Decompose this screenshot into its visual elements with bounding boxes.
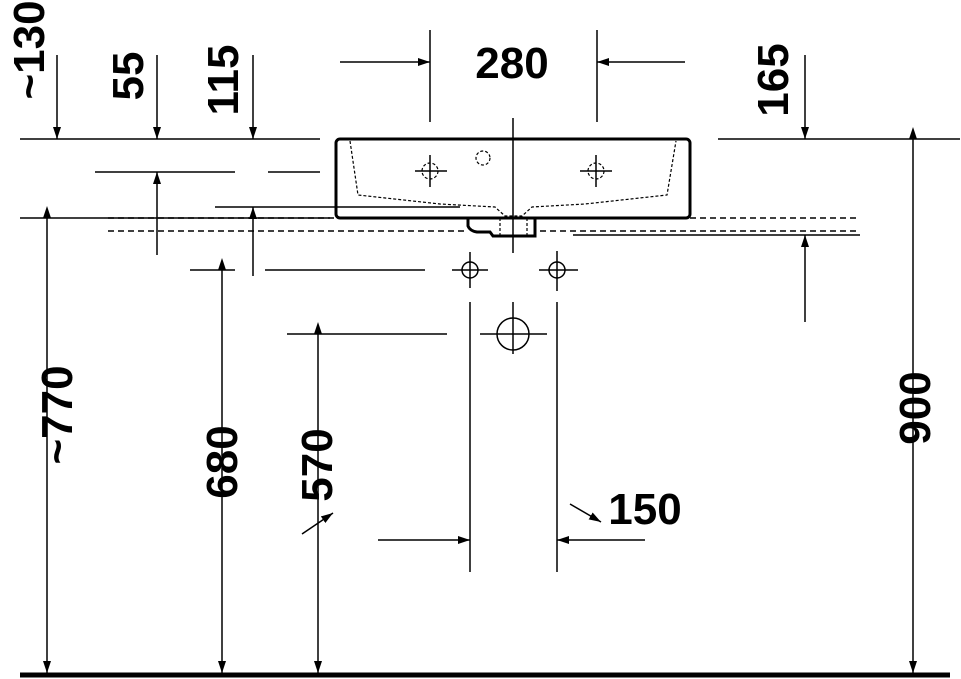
dimension-arrows <box>43 55 917 673</box>
dim-waste-height: ~770 <box>33 365 82 464</box>
dim-supply-height: 680 <box>198 425 247 498</box>
dim-tap-hole-spacing: 280 <box>475 39 548 88</box>
supply-right-icon <box>539 251 578 291</box>
trap-outlet-icon <box>480 302 547 354</box>
dim-rim-height: 900 <box>891 371 940 444</box>
dim-right-height: 165 <box>749 43 798 116</box>
dim-trap-height: 570 <box>293 428 342 501</box>
reference-lines <box>20 30 960 572</box>
dim-overflow-offset: 55 <box>104 52 153 101</box>
dim-top-left-height: ~130 <box>5 0 54 99</box>
dim-supply-spacing: 150 <box>608 485 681 534</box>
overflow-icon <box>475 150 491 166</box>
waste-outlet <box>466 218 537 238</box>
tap-hole-right-icon <box>580 155 612 187</box>
washbasin <box>334 118 692 253</box>
tap-hole-left-icon <box>415 155 447 187</box>
dim-tap-offset: 115 <box>199 45 248 116</box>
supply-left-icon <box>452 252 488 288</box>
